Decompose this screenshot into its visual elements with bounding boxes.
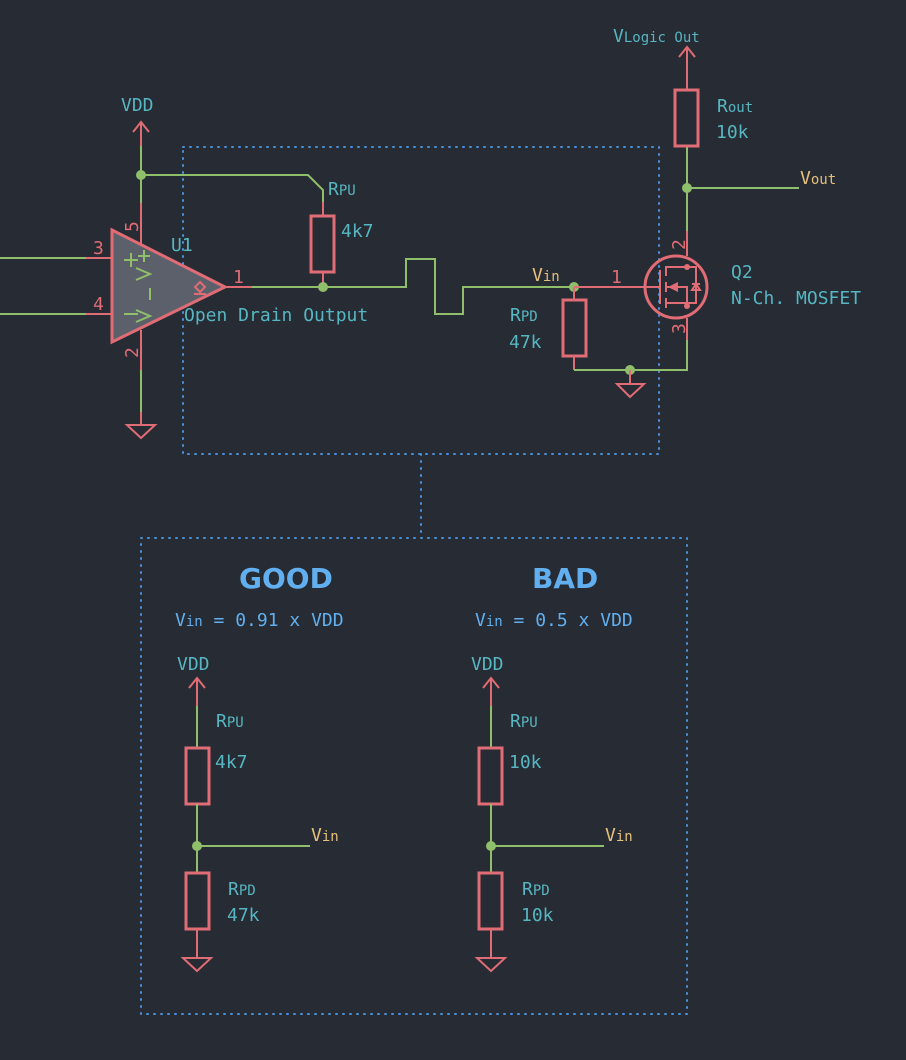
svg-text:RPD: RPD: [522, 879, 550, 900]
open-drain-frame: [182, 146, 660, 455]
vlogic-label: VLogic Out: [613, 26, 700, 47]
pin-number-2: 2: [122, 347, 143, 358]
mosfet-ref: Q2: [731, 262, 753, 283]
bad-heading: BAD: [532, 562, 598, 595]
svg-text:Vin: Vin: [311, 825, 339, 846]
open-drain-icon: [193, 280, 207, 295]
opamp-ref-label: U1: [171, 235, 193, 256]
pin-number-5: 5: [122, 221, 143, 232]
resistor-rpu: RPU 4k7: [309, 179, 374, 287]
pin-number-1: 1: [233, 267, 244, 288]
vdd-label: VDD: [121, 95, 154, 116]
good-formula: Vin = 0.91 x VDD: [175, 610, 344, 631]
vout-net-label: Vout: [800, 168, 836, 189]
vminus-symbol: [135, 309, 153, 323]
bad-example: BAD Vin = 0.5 x VDD VDD Vin RPU 10k RPD …: [471, 562, 633, 973]
vdd-supply-top: VDD: [121, 95, 154, 146]
power-arrow-icon: [678, 45, 696, 58]
svg-text:Vin: Vin: [605, 825, 633, 846]
comparison-frame: [140, 537, 688, 1015]
good-vdd-label: VDD: [177, 654, 210, 675]
opamp-body: [112, 230, 225, 342]
plus-sign-icon: [124, 253, 138, 267]
bad-rpd-value: 10k: [521, 905, 554, 926]
source-pin-number: 3: [669, 323, 690, 334]
drain-pin-number: 2: [669, 239, 690, 250]
vplus-symbol: [135, 267, 153, 281]
gate-pin-number: 1: [611, 267, 622, 288]
svg-text:RPD: RPD: [510, 305, 538, 326]
bad-formula: Vin = 0.5 x VDD: [475, 610, 633, 631]
good-example: GOOD Vin = 0.91 x VDD VDD Vin RPU 4k7 RP…: [175, 562, 344, 973]
ground-icon: [614, 370, 647, 399]
rout-value: 10k: [716, 122, 749, 143]
bad-vdd-label: VDD: [471, 654, 504, 675]
open-drain-output-note: Open Drain Output: [184, 305, 368, 326]
power-arrow-icon: [188, 676, 206, 706]
good-heading: GOOD: [239, 562, 333, 595]
mosfet-type: N-Ch. MOSFET: [731, 288, 861, 309]
pin-number-3: 3: [93, 238, 104, 259]
ground-icon: [180, 929, 214, 973]
svg-text:Rout: Rout: [717, 96, 753, 117]
resistor-rout: Rout 10k: [673, 45, 753, 148]
ground-icon: [474, 929, 508, 973]
power-arrow-icon: [132, 120, 150, 146]
opamp-u1: 3 4 1 5 2 U1 Open Drain Output: [0, 203, 368, 370]
svg-text:RPU: RPU: [216, 711, 244, 732]
junction-dot: [318, 282, 328, 292]
output-signal-wire: [252, 258, 574, 315]
good-rpd-value: 47k: [227, 905, 260, 926]
pin-number-4: 4: [93, 294, 104, 315]
rpd-value: 47k: [509, 332, 542, 353]
svg-text:RPD: RPD: [228, 879, 256, 900]
svg-text:RPU: RPU: [328, 179, 356, 200]
resistor-rpd: RPD 47k: [509, 287, 588, 370]
vin-net-label: Vin: [532, 265, 560, 286]
bad-rpu-value: 10k: [509, 752, 542, 773]
mosfet-q2: 1 2 3 Q2 N-Ch. MOSFET: [574, 231, 861, 340]
ground-icon: [124, 412, 158, 440]
svg-text:RPU: RPU: [510, 711, 538, 732]
power-arrow-icon: [482, 676, 500, 706]
rpu-value: 4k7: [341, 221, 374, 242]
good-rpu-value: 4k7: [215, 752, 248, 773]
